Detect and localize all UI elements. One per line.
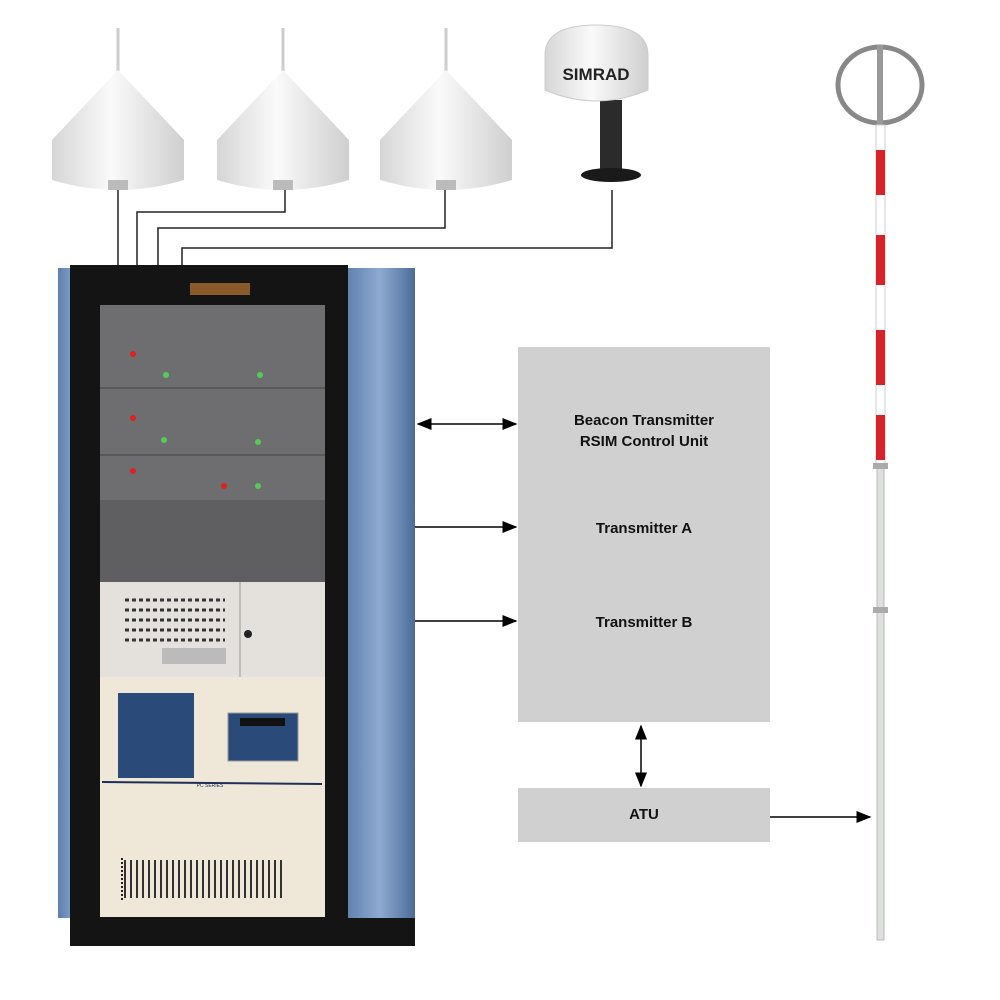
control-unit-box: Beacon Transmitter RSIM Control Unit Tra… bbox=[518, 347, 770, 722]
beacon-antenna-1 bbox=[52, 28, 184, 190]
gps-antenna: SIMRAD bbox=[544, 24, 649, 182]
whip-antenna bbox=[835, 44, 925, 941]
beacon-antenna-3 bbox=[380, 28, 512, 190]
transmitter-b-label: Transmitter B bbox=[595, 614, 693, 631]
vent-grille bbox=[124, 860, 282, 898]
transmitter-a-label: Transmitter A bbox=[595, 520, 693, 537]
simrad-logo: SIMRAD bbox=[562, 65, 629, 84]
transmitter-cabinet: PC SERIES bbox=[58, 265, 415, 946]
atu-label: ATU bbox=[629, 806, 659, 823]
beacon-antenna-2 bbox=[217, 28, 349, 190]
antenna-cables bbox=[117, 190, 613, 268]
series-label: PC SERIES bbox=[197, 783, 224, 789]
control-unit-label-line1: Beacon Transmitter bbox=[573, 412, 715, 429]
atu-box: ATU bbox=[518, 788, 770, 842]
control-unit-label-line2: RSIM Control Unit bbox=[579, 433, 709, 450]
